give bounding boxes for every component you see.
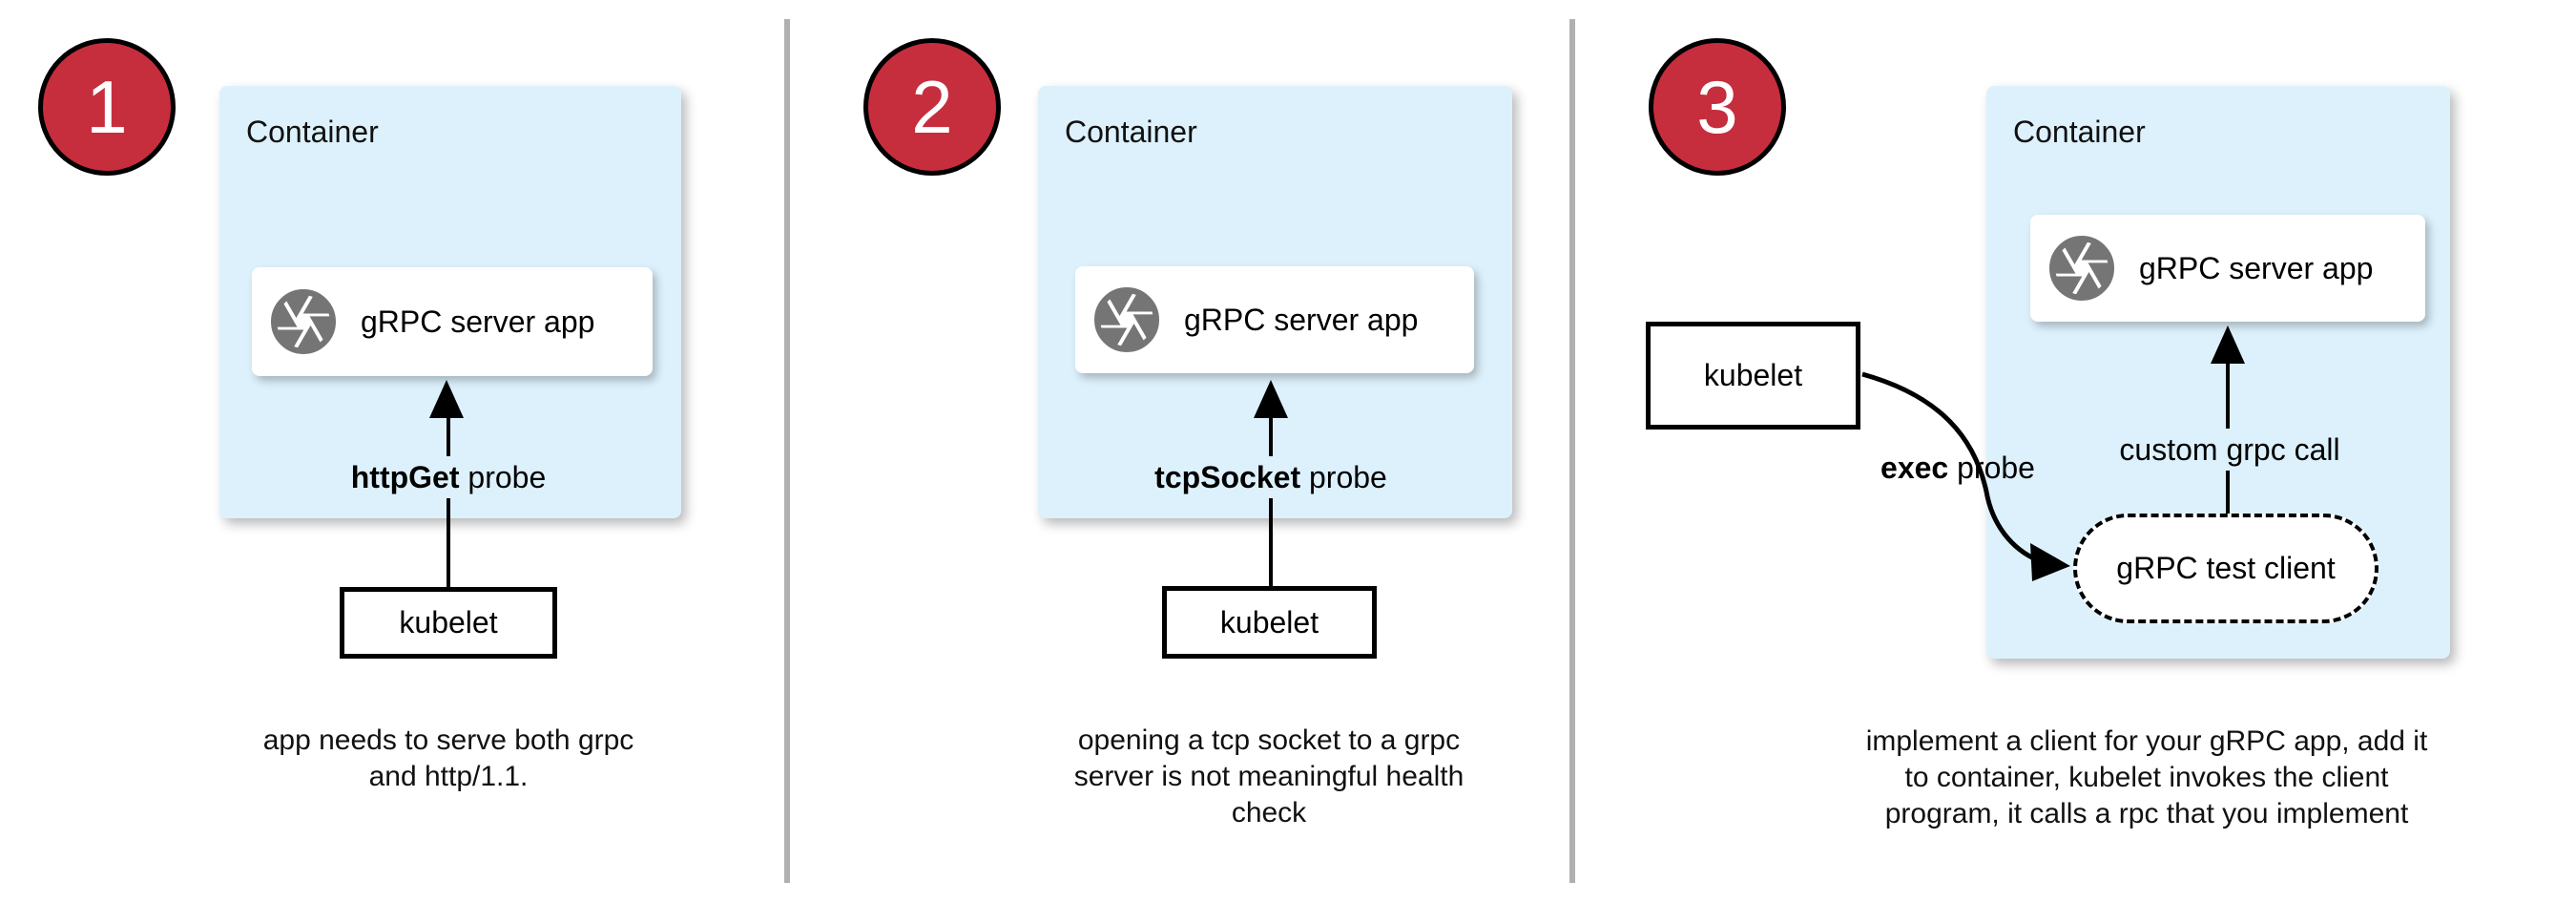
- httpget-probe-label: httpGet probe: [339, 456, 558, 498]
- probe-arrow-line: [447, 410, 450, 589]
- exec-probe-curved-arrow: [1861, 371, 2070, 581]
- grpc-server-app-box-3: gRPC server app: [2030, 215, 2425, 322]
- kubelet-label: kubelet: [1219, 604, 1319, 640]
- caption-tcpsocket: opening a tcp socket to a grpc server is…: [1073, 724, 1465, 829]
- container-label: Container: [2013, 115, 2146, 149]
- custom-grpc-call-label: custom grpc call: [2111, 429, 2348, 471]
- probe-type: tcpSocket: [1154, 460, 1301, 494]
- exec-probe-label: exec probe: [1869, 447, 2046, 489]
- kubelet-box-1: kubelet: [340, 587, 557, 659]
- grpc-server-app-label: gRPC server app: [1184, 302, 1419, 337]
- arrowhead-right-icon: [2030, 543, 2070, 581]
- caption-exec: implement a client for your gRPC app, ad…: [1865, 725, 2428, 829]
- aperture-icon: [271, 289, 336, 354]
- grpc-test-client-box: gRPC test client: [2073, 514, 2379, 623]
- probe-word: probe: [1948, 451, 2035, 485]
- container-label: Container: [1065, 115, 1197, 149]
- probe-word: probe: [459, 460, 547, 494]
- aperture-icon: [2049, 236, 2114, 301]
- caption-httpget: app needs to serve both grpc and http/1.…: [262, 724, 634, 792]
- grpc-server-app-label: gRPC server app: [361, 304, 595, 339]
- grpc-test-client-label: gRPC test client: [2116, 551, 2336, 585]
- kubelet-label: kubelet: [399, 605, 498, 640]
- kubelet-label: kubelet: [1703, 358, 1803, 392]
- aperture-icon: [1094, 287, 1159, 352]
- probe-arrow-line: [1269, 410, 1273, 588]
- container-label: Container: [246, 115, 379, 149]
- tcpsocket-probe-label: tcpSocket probe: [1143, 456, 1399, 498]
- probe-word: probe: [1300, 460, 1387, 494]
- probe-type: exec: [1880, 451, 1949, 485]
- grpc-server-app-label: gRPC server app: [2139, 250, 2374, 285]
- kubelet-box-3: kubelet: [1646, 322, 1860, 430]
- step-2-badge: 2: [863, 38, 1001, 176]
- grpc-server-app-box-2: gRPC server app: [1075, 266, 1474, 373]
- step-3-badge: 3: [1649, 38, 1786, 176]
- divider-2: [1569, 19, 1575, 883]
- probe-type: httpGet: [350, 460, 460, 494]
- step-1-badge: 1: [38, 38, 176, 176]
- kubelet-box-2: kubelet: [1162, 586, 1377, 659]
- grpc-server-app-box-1: gRPC server app: [252, 267, 653, 376]
- divider-1: [784, 19, 790, 883]
